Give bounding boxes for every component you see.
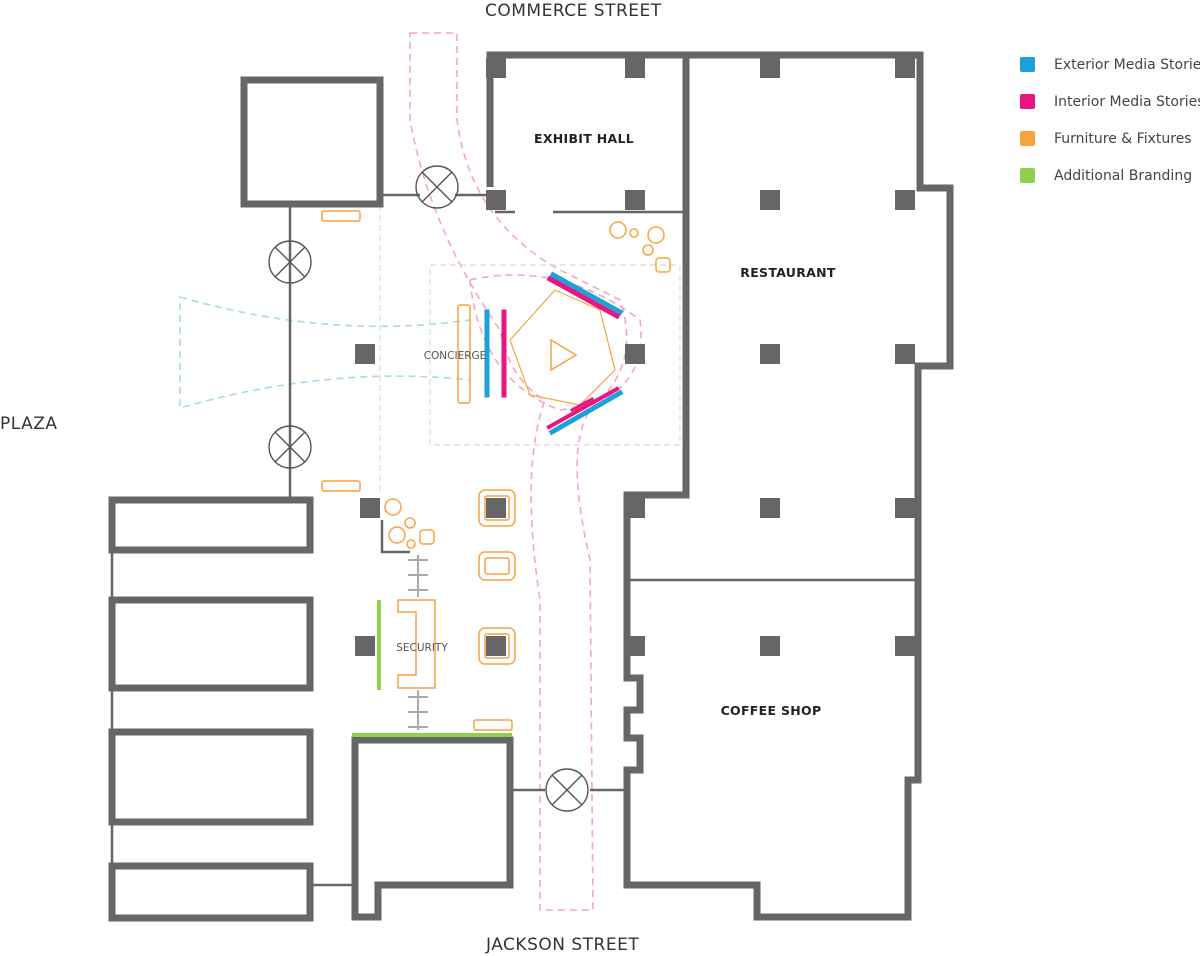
- legend-item: Exterior Media Stories: [1020, 46, 1200, 83]
- thin-walls: [110, 193, 918, 887]
- legend-label: Furniture & Fixtures: [1054, 130, 1192, 147]
- legend-swatch: [1020, 57, 1035, 72]
- legend: Exterior Media Stories Interior Media St…: [1020, 46, 1200, 194]
- door-icon: [268, 165, 589, 812]
- legend-item: Additional Branding: [1020, 157, 1200, 194]
- circulation-paths: [179, 32, 642, 911]
- room-concierge: CONCIERGE: [424, 350, 487, 362]
- room-coffee-shop: COFFEE SHOP: [721, 703, 822, 718]
- room-security: SECURITY: [396, 642, 448, 654]
- legend-label: Interior Media Stories: [1054, 93, 1200, 110]
- legend-label: Additional Branding: [1054, 167, 1193, 184]
- street-south: JACKSON STREET: [486, 935, 640, 955]
- branding: [352, 600, 512, 737]
- legend-swatch: [1020, 168, 1035, 183]
- guide-lines: [379, 205, 681, 495]
- room-restaurant: RESTAURANT: [740, 265, 836, 280]
- play-icon: [550, 338, 578, 372]
- room-exhibit-hall: EXHIBIT HALL: [534, 131, 634, 146]
- legend-swatch: [1020, 131, 1035, 146]
- media-stories: [484, 271, 624, 436]
- legend-label: Exterior Media Stories: [1054, 56, 1200, 73]
- security-gates: [408, 555, 428, 730]
- legend-item: Furniture & Fixtures: [1020, 120, 1200, 157]
- street-west: PLAZA: [0, 414, 58, 434]
- columns: [355, 58, 915, 656]
- legend-item: Interior Media Stories: [1020, 83, 1200, 120]
- legend-swatch: [1020, 94, 1035, 109]
- walls: [108, 51, 954, 922]
- street-north: COMMERCE STREET: [485, 1, 662, 21]
- furniture: [321, 210, 671, 731]
